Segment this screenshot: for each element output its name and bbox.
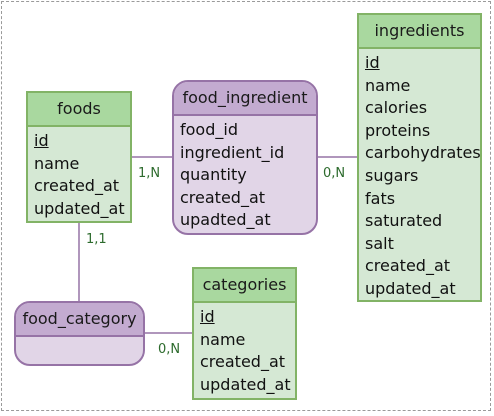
field-salt: salt (365, 233, 394, 253)
field-foods-id: id (34, 131, 49, 150)
field-food-ingredient-created-at: created_at (180, 187, 266, 207)
field-quantity: quantity (180, 165, 247, 185)
entity-categories[interactable]: categories id name created_at updated_at (192, 267, 297, 400)
field-foods-name: name (34, 153, 80, 173)
diagram-frame (1, 1, 491, 411)
field-ingredients-id: id (365, 53, 380, 72)
relation-food-ingredient-fields: food_id ingredient_id quantity created_a… (174, 116, 316, 232)
field-categories-id: id (200, 307, 215, 326)
relation-food-ingredient-title: food_ingredient (174, 82, 316, 116)
field-food-id: food_id (180, 120, 238, 139)
cardinality-food-category-categories: 0,N (158, 342, 181, 357)
field-foods-updated-at: updated_at (34, 198, 125, 218)
relation-food-ingredient[interactable]: food_ingredient food_id ingredient_id qu… (172, 80, 318, 235)
field-ingredients-name: name (365, 75, 411, 95)
field-food-ingredient-upadted-at: upadted_at (180, 210, 271, 230)
field-ingredient-id: ingredient_id (180, 142, 285, 162)
field-categories-created-at: created_at (200, 352, 286, 372)
entity-foods-fields: id name created_at updated_at (28, 127, 130, 220)
entity-ingredients[interactable]: ingredients id name calories proteins ca… (357, 13, 482, 302)
field-fats: fats (365, 188, 396, 208)
entity-foods-title: foods (28, 93, 130, 127)
field-ingredients-created-at: created_at (365, 256, 451, 276)
relation-food-category-title: food_category (16, 303, 143, 337)
entity-categories-fields: id name created_at updated_at (194, 303, 295, 396)
cardinality-foods-food-ingredient: 1,N (138, 166, 161, 181)
entity-foods[interactable]: foods id name created_at updated_at (26, 91, 132, 223)
relation-food-category[interactable]: food_category (14, 301, 145, 366)
field-categories-name: name (200, 329, 246, 349)
field-foods-created-at: created_at (34, 176, 120, 196)
field-proteins: proteins (365, 120, 431, 140)
field-ingredients-updated-at: updated_at (365, 278, 456, 298)
field-carbohydrates: carbohydrates (365, 143, 481, 163)
field-saturated: saturated (365, 211, 443, 231)
entity-ingredients-fields: id name calories proteins carbohydrates … (359, 49, 481, 300)
field-categories-updated-at: updated_at (200, 374, 291, 394)
entity-ingredients-title: ingredients (359, 15, 480, 49)
field-calories: calories (365, 98, 428, 118)
cardinality-food-ingredient-ingredients: 0,N (323, 166, 346, 181)
entity-categories-title: categories (194, 269, 295, 303)
cardinality-foods-food-category: 1,1 (86, 232, 107, 247)
field-sugars: sugars (365, 165, 419, 185)
